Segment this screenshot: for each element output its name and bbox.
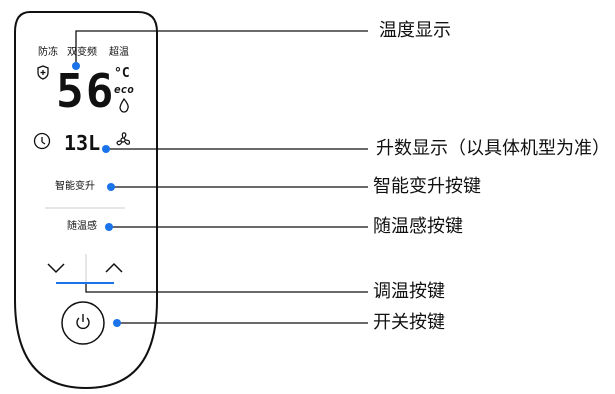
flame-icon	[119, 97, 129, 113]
shield-plus-icon	[37, 65, 49, 80]
callout-power-key: 开关按键	[373, 312, 445, 333]
volume-readout: 13L	[64, 131, 101, 155]
callout-dot-smart-volume	[107, 183, 115, 191]
callout-temp-adjust-key: 调温按键	[373, 281, 445, 302]
leader-temp-adjust	[85, 283, 368, 293]
callout-smart-volume-key: 智能变升按键	[373, 176, 481, 197]
mode-antifreeze: 防冻	[38, 47, 58, 58]
mode-dual-freq: 双变频	[67, 47, 97, 58]
callout-dot-volume	[102, 145, 110, 153]
chevron-down-icon[interactable]	[47, 263, 65, 274]
eco-indicator: eco	[114, 83, 134, 96]
callout-dot-temp	[72, 62, 80, 70]
power-button[interactable]	[61, 301, 105, 345]
fan-icon	[116, 132, 131, 146]
callout-dot-follow-temp	[105, 223, 113, 231]
callout-volume-display: 升数显示（以具体机型为准）	[376, 138, 610, 159]
remote-body-outline	[14, 11, 158, 390]
power-icon	[76, 314, 90, 330]
temperature-unit: °C	[114, 66, 130, 81]
callout-follow-temp-key: 随温感按键	[373, 216, 463, 237]
timer-icon	[33, 132, 51, 150]
mode-super-temp: 超温	[109, 47, 129, 58]
smart-volume-key-label[interactable]: 智能变升	[55, 181, 95, 192]
chevron-up-icon[interactable]	[105, 262, 123, 273]
callout-dot-power	[113, 319, 121, 327]
leader-temp-display	[75, 30, 368, 66]
follow-temp-key-label[interactable]: 随温感	[67, 221, 97, 232]
callout-temp-display: 温度显示	[379, 20, 451, 41]
temperature-readout: 56	[56, 64, 116, 118]
